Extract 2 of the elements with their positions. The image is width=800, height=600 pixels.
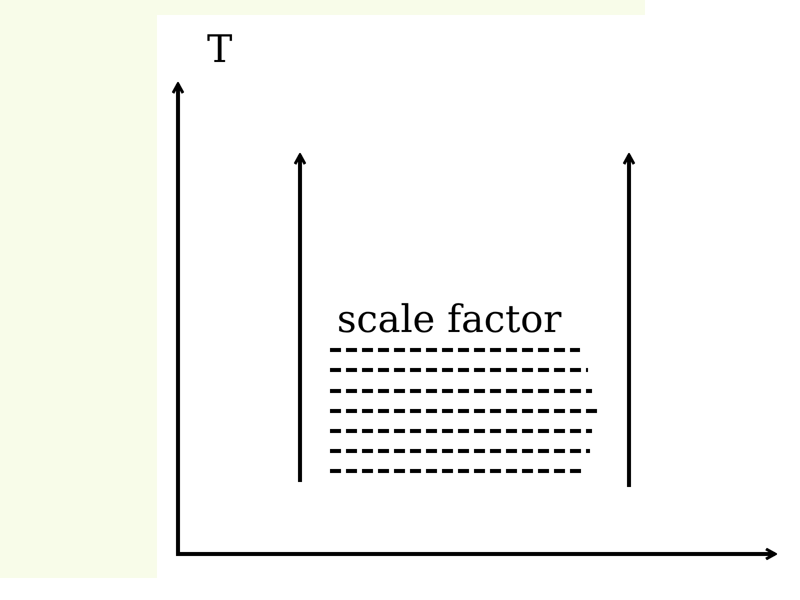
annotation-text: scale factor [337, 300, 562, 338]
axis-label: T [207, 30, 232, 68]
